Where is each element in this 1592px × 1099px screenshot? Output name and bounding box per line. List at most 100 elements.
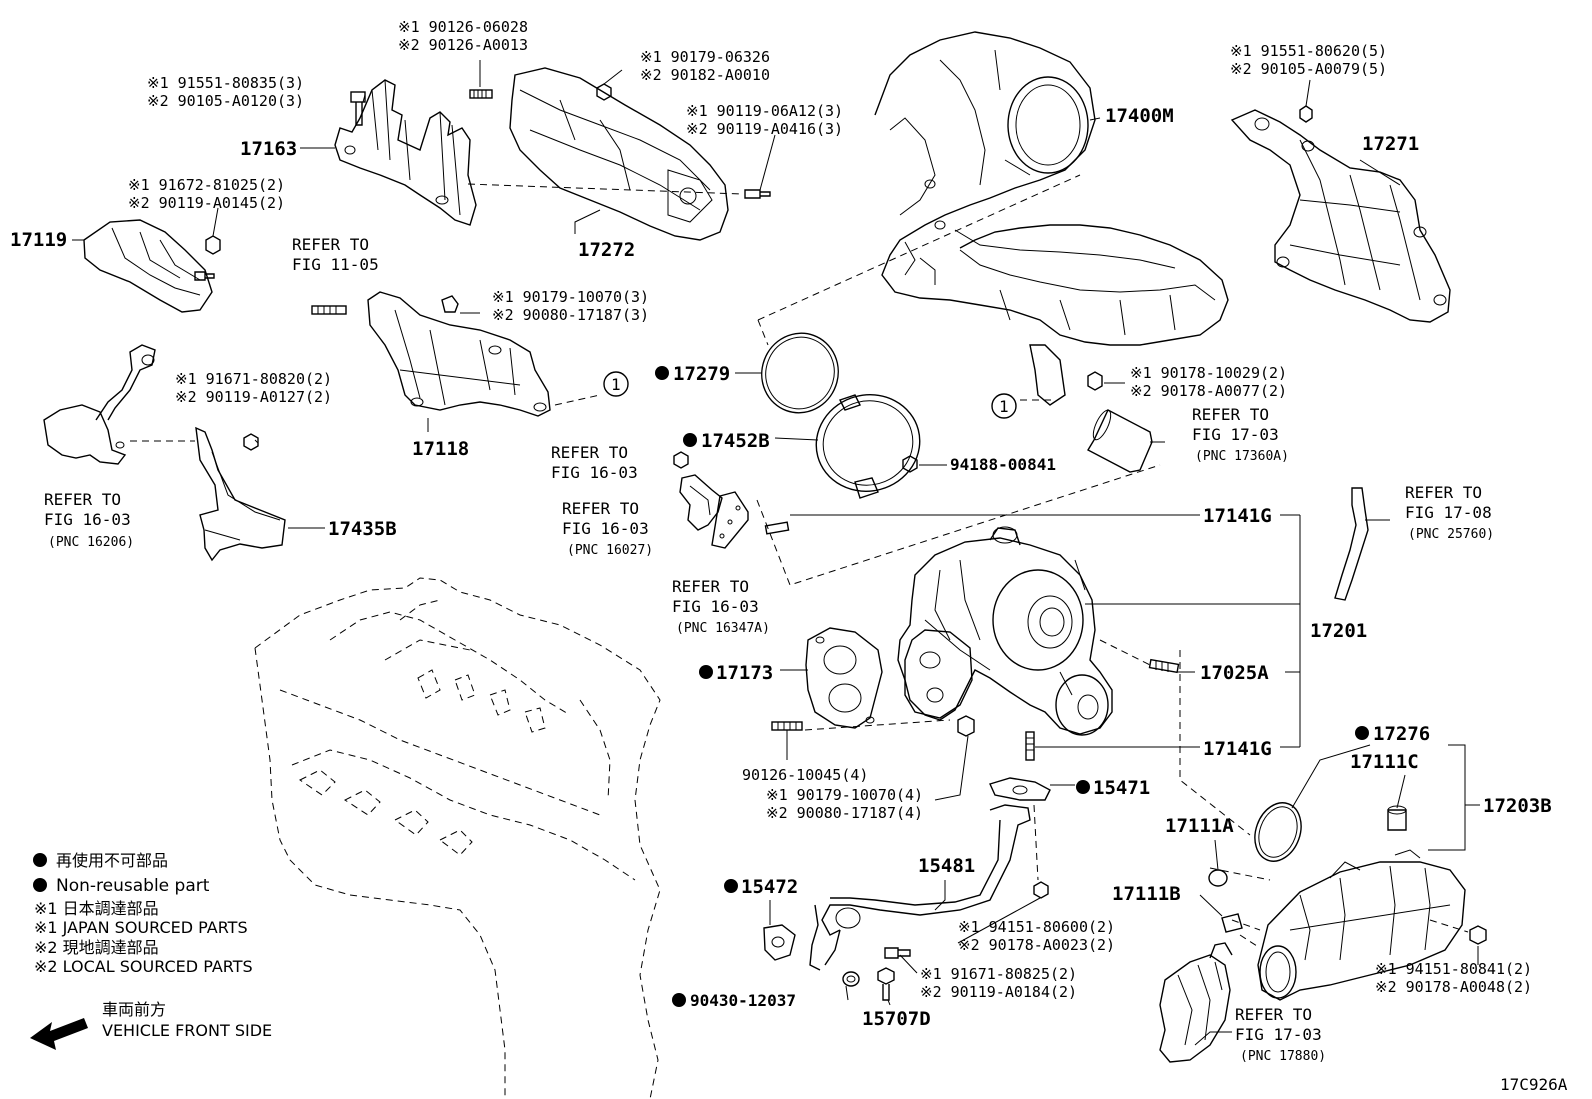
stud-refer-11-05 bbox=[311, 305, 347, 315]
bolt-91671-80820 bbox=[243, 433, 259, 451]
nut-94151-80600 bbox=[1033, 881, 1049, 899]
stud-90126-06028 bbox=[469, 89, 493, 99]
sub-b1: ※1 91551-80835(3) bbox=[147, 74, 304, 92]
ref-25760-pnc: (PNC 25760) bbox=[1408, 527, 1494, 542]
callout-15481: 15481 bbox=[918, 855, 975, 877]
legend-nonreusable-en: Non-reusable part bbox=[56, 876, 210, 896]
sub-m2: ※2 90178-A0048(2) bbox=[1375, 978, 1532, 996]
callout-17400m: 17400M bbox=[1105, 105, 1174, 127]
ref-16027-l1: REFER TO bbox=[562, 499, 639, 518]
ref-11-05-l2: FIG 11-05 bbox=[292, 255, 379, 274]
callout-17118: 17118 bbox=[412, 438, 469, 460]
stud-90126-10045 bbox=[771, 721, 803, 731]
sub-f1: ※1 91551-80620(5) bbox=[1230, 42, 1387, 60]
sub-e1: ※1 91672-81025(2) bbox=[128, 176, 285, 194]
sub-a1: ※1 90126-06028 bbox=[398, 18, 528, 36]
callout-15472: 15472 bbox=[741, 876, 798, 898]
bolt-91672-81025 bbox=[205, 235, 221, 255]
callout-17452b: 17452B bbox=[701, 430, 770, 452]
callout-17272: 17272 bbox=[578, 239, 635, 261]
sub-h1: ※1 91671-80820(2) bbox=[175, 370, 332, 388]
part-17111b bbox=[1221, 913, 1243, 933]
sub-b2: ※2 90105-A0120(3) bbox=[147, 92, 304, 110]
vehicle-front-arrow-icon bbox=[30, 1018, 88, 1050]
sub-h2: ※2 90119-A0127(2) bbox=[175, 388, 332, 406]
sub-g2: ※2 90080-17187(3) bbox=[492, 306, 649, 324]
nonreusable-dots bbox=[33, 366, 1369, 1007]
nut-90178-10029 bbox=[1087, 371, 1103, 391]
bolt-90119-06a12 bbox=[744, 189, 771, 199]
legend: 再使用不可部品 Non-reusable part ※1 日本調達部品 ※1 J… bbox=[34, 851, 272, 1040]
bolt-91551-80620 bbox=[1299, 105, 1313, 123]
callout-17435b: 17435B bbox=[328, 518, 397, 540]
ref-16206-l2: FIG 16-03 bbox=[44, 510, 131, 529]
callout-17111b: 17111B bbox=[1112, 883, 1181, 905]
part-15471-gasket bbox=[989, 777, 1051, 801]
callout-17173: 17173 bbox=[716, 662, 773, 684]
stud-17141g-bot bbox=[1025, 731, 1035, 761]
ref-16027-l2: FIG 16-03 bbox=[562, 519, 649, 538]
engine-outline bbox=[254, 577, 661, 1099]
ref-16206-pnc: (PNC 16206) bbox=[48, 535, 134, 550]
ref-16-03-a-l2: FIG 16-03 bbox=[551, 463, 638, 482]
sub-c1: ※1 90179-06326 bbox=[640, 48, 770, 66]
ref-25760-l1: REFER TO bbox=[1405, 483, 1482, 502]
ref-17880-pnc: (PNC 17880) bbox=[1240, 1049, 1326, 1064]
part-gasket-16347a bbox=[711, 491, 749, 549]
part-17173-gasket bbox=[805, 627, 883, 729]
stud-17025a bbox=[1148, 658, 1180, 674]
ref-25760-l2: FIG 17-08 bbox=[1405, 503, 1492, 522]
part-17452b-clamp bbox=[815, 394, 921, 499]
callout-17141g-bot: 17141G bbox=[1203, 738, 1272, 760]
callout-17141g-top: 17141G bbox=[1203, 505, 1272, 527]
part-nut-16-03 bbox=[673, 451, 689, 469]
sub-e2: ※2 90119-A0145(2) bbox=[128, 194, 285, 212]
sub-d1: ※1 90119-06A12(3) bbox=[686, 102, 843, 120]
bolt-91551-80835 bbox=[350, 91, 366, 126]
sub-g1: ※1 90179-10070(3) bbox=[492, 288, 649, 306]
legend-japan-en: ※1 JAPAN SOURCED PARTS bbox=[34, 918, 248, 937]
callout-17111c: 17111C bbox=[1350, 751, 1419, 773]
ref-17360a-l2: FIG 17-03 bbox=[1192, 425, 1279, 444]
ref-16347a-l1: REFER TO bbox=[672, 577, 749, 596]
figure-id: 17C926A bbox=[1500, 1075, 1568, 1094]
nut-94151-80841 bbox=[1469, 925, 1487, 945]
ref-17880-l2: FIG 17-03 bbox=[1235, 1025, 1322, 1044]
callout-15471: 15471 bbox=[1093, 777, 1150, 799]
ref-11-05-l1: REFER TO bbox=[292, 235, 369, 254]
callout-94188-00841: 94188-00841 bbox=[950, 455, 1056, 474]
part-17400m-manifold bbox=[874, 31, 1229, 406]
circle-ref-1-left-label: 1 bbox=[611, 375, 621, 394]
legend-local-en: ※2 LOCAL SOURCED PARTS bbox=[34, 957, 253, 976]
legend-local-jp: ※2 現地調達部品 bbox=[34, 938, 159, 957]
sub-d2: ※2 90119-A0416(3) bbox=[686, 120, 843, 138]
part-17111a bbox=[1208, 869, 1228, 887]
nut-90179-10070-turbo bbox=[957, 715, 975, 737]
sub-i2: ※2 90178-A0077(2) bbox=[1130, 382, 1287, 400]
ref-17360a-l1: REFER TO bbox=[1192, 405, 1269, 424]
part-hose-17880 bbox=[1159, 942, 1233, 1063]
connection-lines bbox=[130, 174, 1469, 949]
part-17272-heat-insulator bbox=[509, 67, 729, 241]
legend-nonreusable-jp: 再使用不可部品 bbox=[56, 851, 168, 870]
ref-17360a-pnc: (PNC 17360A) bbox=[1195, 449, 1289, 464]
sub-a2: ※2 90126-A0013 bbox=[398, 36, 528, 54]
sub-f2: ※2 90105-A0079(5) bbox=[1230, 60, 1387, 78]
ref-17880-l1: REFER TO bbox=[1235, 1005, 1312, 1024]
part-17279-gasket bbox=[761, 332, 839, 414]
ref-16347a-l2: FIG 16-03 bbox=[672, 597, 759, 616]
leader-lines bbox=[72, 60, 1480, 1046]
ref-16-03-a-l1: REFER TO bbox=[551, 443, 628, 462]
legend-front-jp: 車両前方 bbox=[102, 1000, 166, 1019]
sub-l1: ※1 91671-80825(2) bbox=[920, 965, 1077, 983]
bolt-15707d bbox=[877, 967, 895, 1001]
callout-17203b: 17203B bbox=[1483, 795, 1552, 817]
callout-17111a: 17111A bbox=[1165, 815, 1234, 837]
ref-16027-pnc: (PNC 16027) bbox=[567, 543, 653, 558]
part-17163-bracket bbox=[334, 79, 477, 226]
nut-94188-00841 bbox=[902, 455, 918, 473]
callout-17271: 17271 bbox=[1362, 133, 1419, 155]
sub-j1: ※1 90179-10070(4) bbox=[766, 786, 923, 804]
callout-15707d: 15707D bbox=[862, 1008, 931, 1030]
